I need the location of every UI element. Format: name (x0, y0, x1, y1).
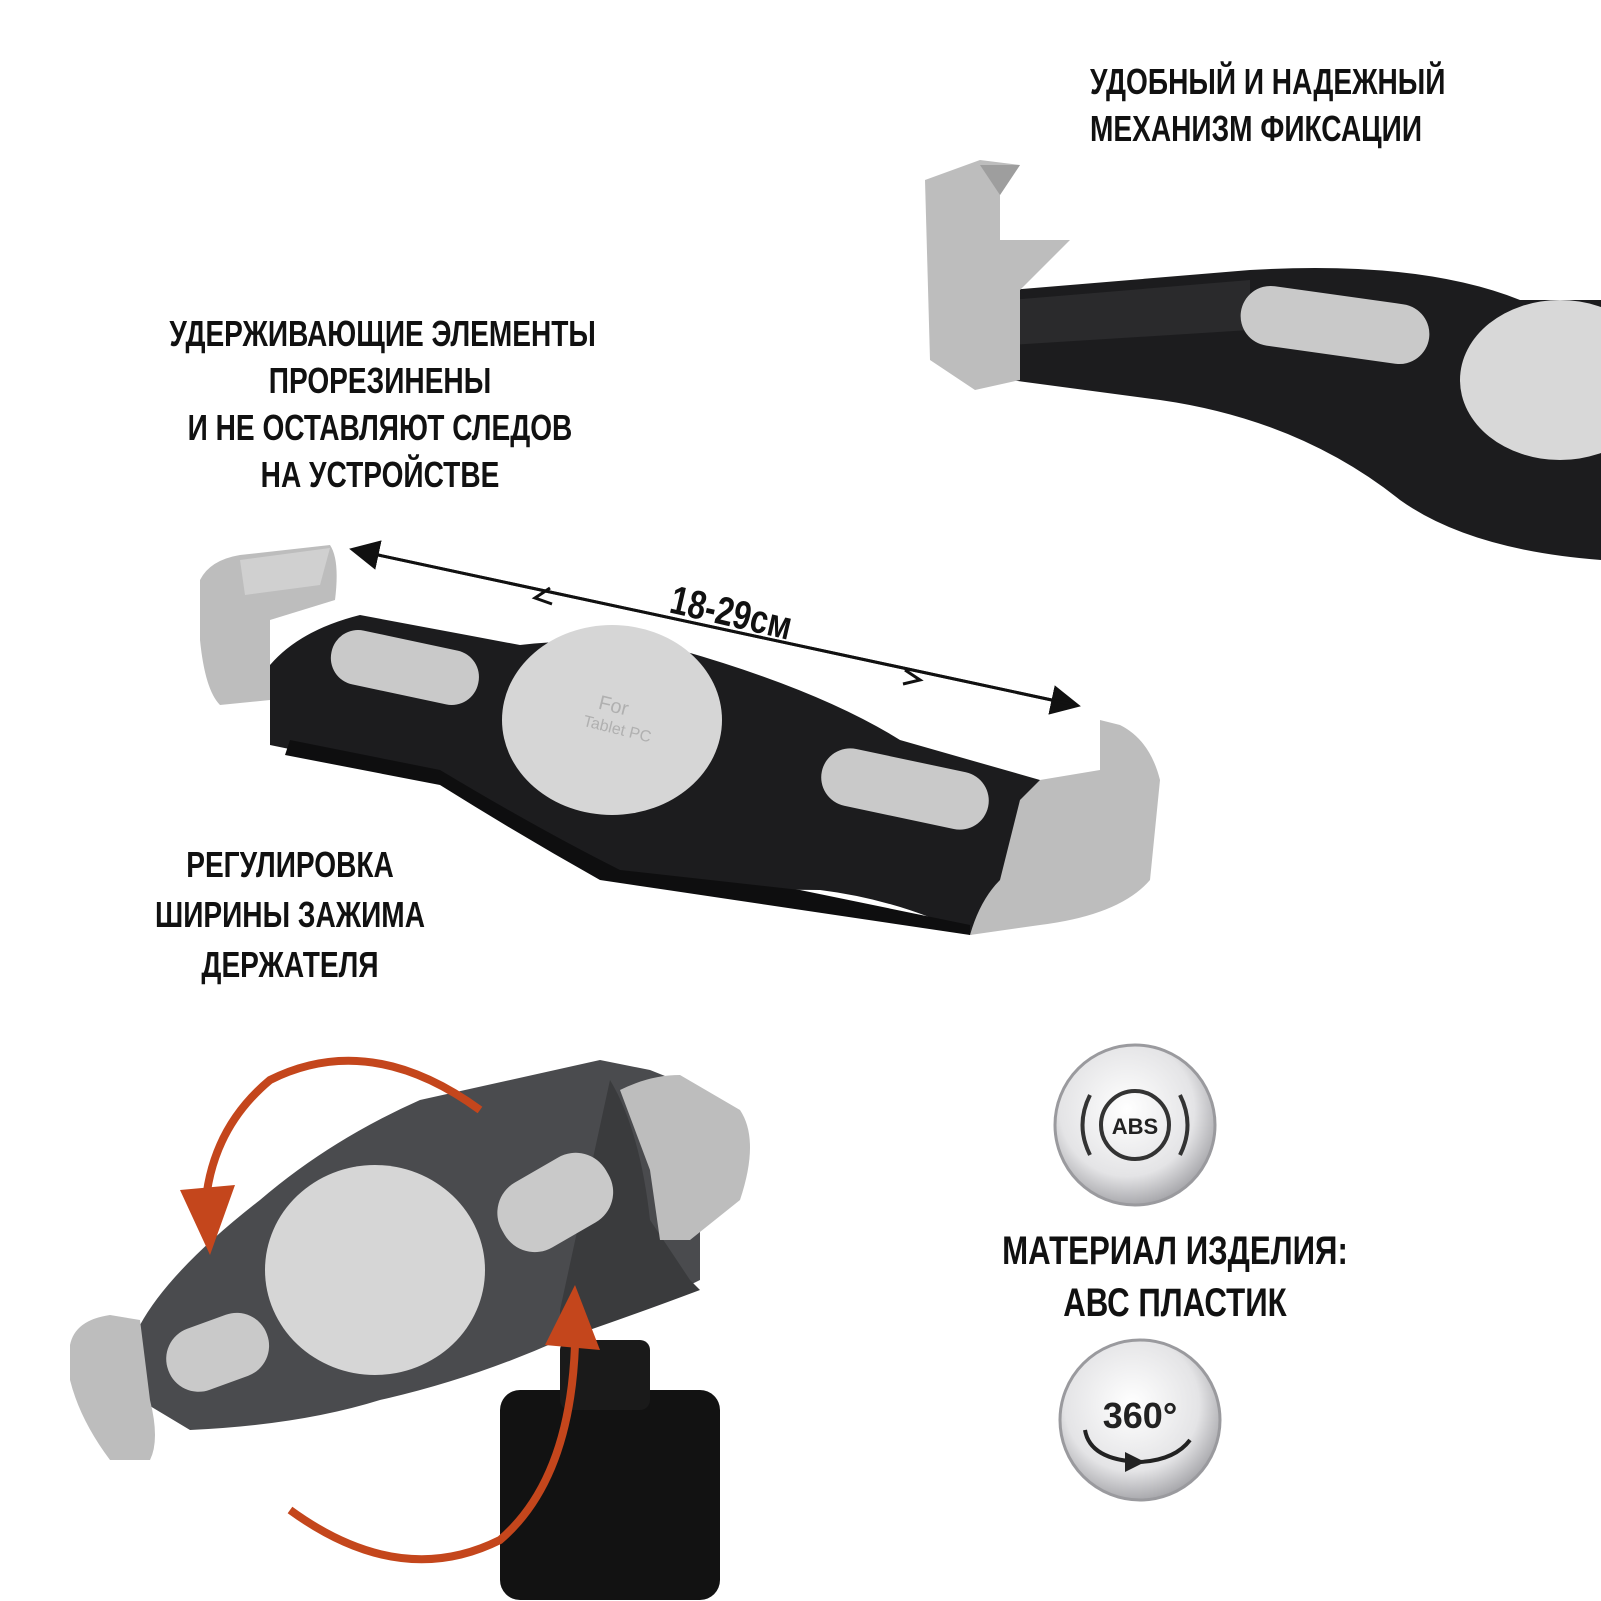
rubber-caption-line: УДЕРЖИВАЮЩИЕ ЭЛЕМЕНТЫ (169, 313, 596, 354)
holder-rotating (70, 1060, 750, 1600)
width-caption-line: РЕГУЛИРОВКА (186, 844, 394, 885)
fixation-caption-line: УДОБНЫЙ И НАДЕЖНЫЙ (1090, 61, 1446, 102)
fixation-caption-line: МЕХАНИЗМ ФИКСАЦИИ (1090, 108, 1423, 149)
material-caption: МАТЕРИАЛ ИЗДЕЛИЯ: АВС ПЛАСТИК (992, 1225, 1359, 1329)
abs-badge-label: ABS (1112, 1114, 1158, 1139)
rubber-caption-line: НА УСТРОЙСТВЕ (260, 454, 500, 495)
rotation-arrow-icon (180, 1056, 600, 1564)
width-caption-line: ШИРИНЫ ЗАЖИМА (154, 894, 425, 935)
width-caption-line: ДЕРЖАТЕЛЯ (201, 944, 379, 985)
rubber-caption-line: ПРОРЕЗИНЕНЫ (268, 360, 492, 401)
holder-main: For Tablet PC (200, 545, 1160, 935)
fixation-caption: УДОБНЫЙ И НАДЕЖНЫЙ МЕХАНИЗМ ФИКСАЦИИ (1090, 58, 1449, 152)
rubber-caption-line: И НЕ ОСТАВЛЯЮТ СЛЕДОВ (187, 407, 573, 448)
rotation-badge-label: 360° (1103, 1395, 1177, 1436)
width-caption: РЕГУЛИРОВКА ШИРИНЫ ЗАЖИМА ДЕРЖАТЕЛЯ (142, 840, 438, 990)
abs-material-icon: ABS (1053, 1043, 1217, 1207)
material-caption-line: МАТЕРИАЛ ИЗДЕЛИЯ: (1002, 1229, 1348, 1273)
rotation-360-icon: 360° (1058, 1338, 1222, 1502)
holder-closeup (925, 160, 1601, 560)
material-caption-line: АВС ПЛАСТИК (1063, 1281, 1287, 1325)
rubber-caption: УДЕРЖИВАЮЩИЕ ЭЛЕМЕНТЫ ПРОРЕЗИНЕНЫ И НЕ О… (169, 310, 596, 498)
